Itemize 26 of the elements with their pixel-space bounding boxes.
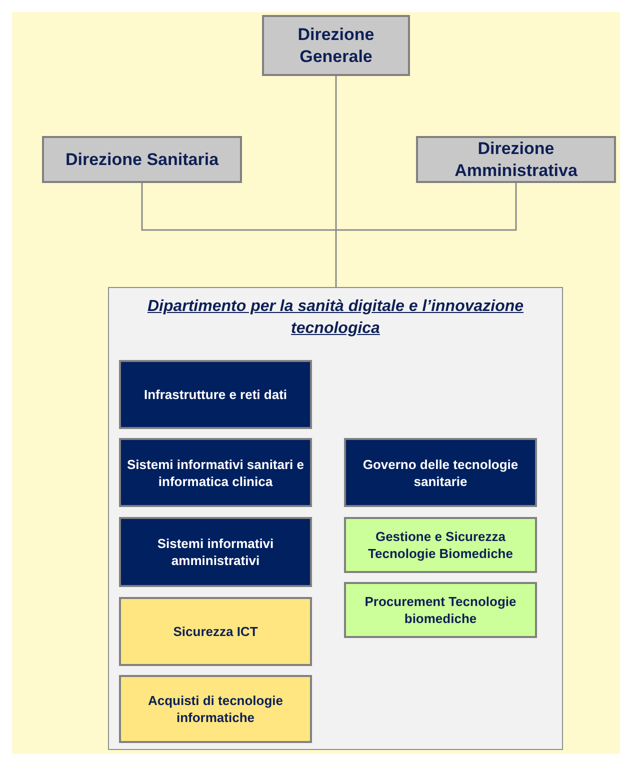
management-box [416, 136, 616, 183]
unit-label: Sicurezza ICT [173, 623, 258, 640]
unit-box [119, 675, 312, 743]
unit-box [344, 438, 537, 507]
unit-label: Acquisti di tecnologie informatiche [146, 692, 284, 726]
unit-label: Gestione e Sicurezza Tecnologie Biomediche [367, 528, 514, 562]
department-title: Dipartimento per la sanità digitale e l’innovazione tecnologica [146, 297, 525, 339]
unit-box [119, 438, 312, 507]
management-box [42, 136, 242, 183]
unit-label: Infrastrutture e reti dati [144, 386, 288, 403]
connector-line [141, 183, 517, 231]
box-label: Direzione Sanitaria [65, 148, 219, 170]
unit-label: Procurement Tecnologie biomediche [364, 593, 518, 627]
unit-box [344, 582, 537, 638]
unit-box [119, 517, 312, 587]
unit-label: Sistemi informativi amministrativi [156, 535, 275, 569]
unit-label: Sistemi informativi sanitari e informatica clinica [127, 456, 304, 490]
unit-box [119, 360, 312, 429]
box-label: Direzione Generale [296, 24, 376, 68]
connector-line [335, 76, 337, 287]
unit-box [119, 597, 312, 666]
management-box [262, 15, 410, 76]
unit-label: Governo delle tecnologie sanitarie [362, 456, 520, 490]
department-box [108, 287, 563, 750]
unit-box [344, 517, 537, 573]
box-label: Direzione Amministrativa [454, 138, 578, 182]
